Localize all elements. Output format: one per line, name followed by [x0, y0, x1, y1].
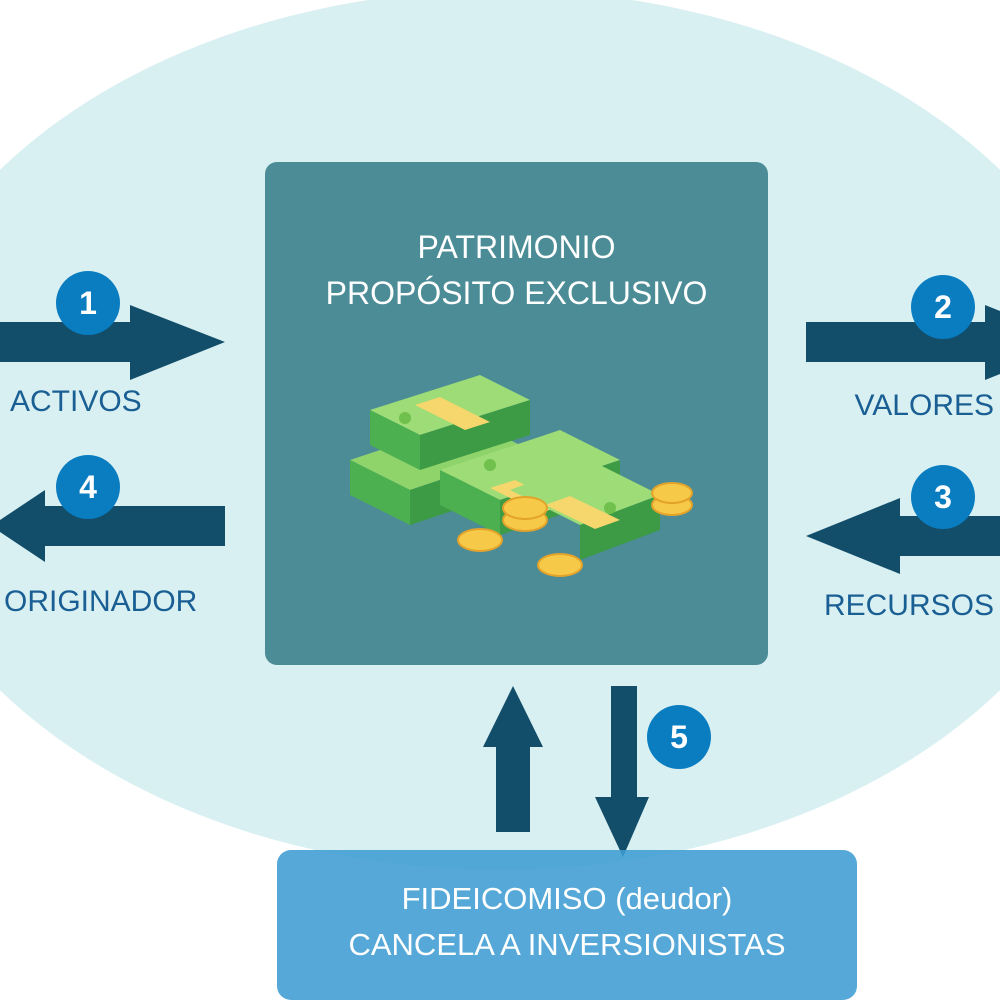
arrow-left-originador: [0, 490, 225, 562]
money-stack-icon: [350, 375, 693, 577]
label-valores: VALORES: [854, 389, 995, 422]
label-originador: ORIGINADOR: [4, 585, 198, 618]
arrow-right-activos: [0, 305, 225, 380]
label-recursos: RECURSOS: [823, 589, 994, 622]
fideicomiso-box: FIDEICOMISO (deudor) CANCELA A INVERSION…: [277, 850, 857, 1000]
label-activos: ACTIVOS: [10, 385, 142, 418]
arrow-down: [595, 686, 649, 857]
title-line-2: PROPÓSITO EXCLUSIVO: [325, 275, 708, 311]
fideicomiso-line-2: CANCELA A INVERSIONISTAS: [348, 927, 786, 962]
step-badge-3: 3: [911, 465, 975, 529]
fideicomiso-line-1: FIDEICOMISO (deudor): [401, 881, 733, 916]
step-badge-5: 5: [647, 705, 711, 769]
step-badge-4: 4: [56, 455, 120, 519]
title-line-1: PATRIMONIO: [417, 229, 616, 265]
patrimonio-title: PATRIMONIO PROPÓSITO EXCLUSIVO: [265, 224, 768, 316]
step-badge-1: 1: [56, 271, 120, 335]
arrow-up: [483, 686, 543, 832]
step-badge-2: 2: [911, 275, 975, 339]
